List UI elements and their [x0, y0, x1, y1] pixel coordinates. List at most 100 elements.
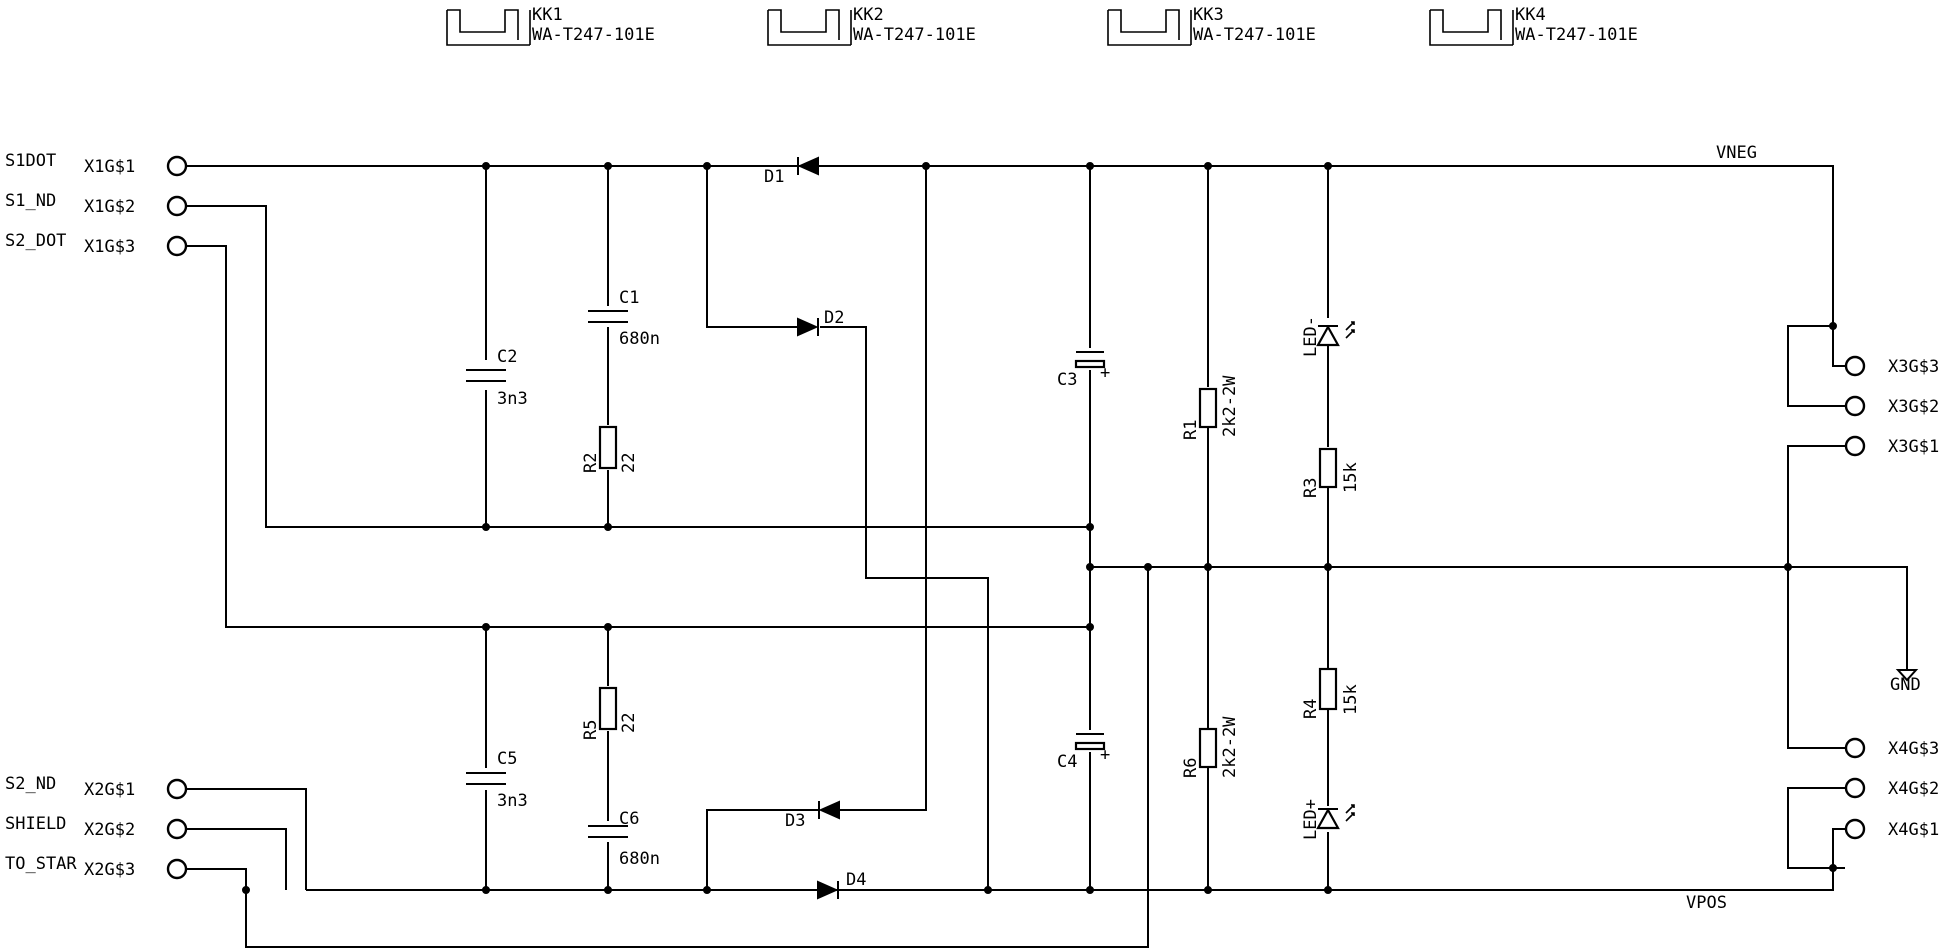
connector-pin-circle[interactable]	[1844, 737, 1866, 759]
connector-pin-circle[interactable]	[1844, 355, 1866, 377]
r6-value: 2k2-2W	[1220, 716, 1240, 778]
heatsink-kk2-value: WA-T247-101E	[853, 25, 976, 45]
c6-ref: C6	[619, 809, 639, 829]
connector-pin-circle[interactable]	[1844, 395, 1866, 417]
connector-pin-circle[interactable]	[166, 155, 188, 177]
pin-label-x4g1: X4G$1	[1888, 820, 1939, 840]
r5-ref: R5	[581, 720, 601, 740]
resistor-r2: R2 22	[581, 425, 639, 473]
resistor-r4: R4 15k	[1301, 667, 1361, 719]
led-positive: LED+	[1301, 799, 1355, 840]
connector-pin-circle[interactable]	[1844, 435, 1866, 457]
connector-x3g2[interactable]: X3G$2	[1844, 395, 1939, 417]
signal-label-s1dot: S1DOT	[5, 151, 56, 171]
pin-label-x4g2: X4G$2	[1888, 779, 1939, 799]
pin-label-x4g3: X4G$3	[1888, 739, 1939, 759]
pin-label-x3g2: X3G$2	[1888, 397, 1939, 417]
heatsink-kk1: KK1 WA-T247-101E	[446, 5, 655, 46]
c3-plus: +	[1100, 363, 1110, 383]
led-neg-ref: LED-	[1301, 316, 1321, 357]
diode-d3: D3	[785, 800, 840, 831]
resistor-r3: R3 15k	[1301, 447, 1361, 498]
ground-icon	[1895, 669, 1919, 682]
capacitor-c4: + C4	[1057, 733, 1110, 772]
pin-label-x1g2: X1G$2	[84, 197, 135, 217]
pin-label-x3g3: X3G$3	[1888, 357, 1939, 377]
c5-ref: C5	[497, 749, 517, 769]
capacitor-c6: C6 680n	[588, 809, 660, 869]
heatsink-kk4-value: WA-T247-101E	[1515, 25, 1638, 45]
r3-ref: R3	[1301, 478, 1321, 498]
net-label-gnd: GND	[1890, 675, 1921, 695]
connector-x1g3[interactable]: S2_DOT X1G$3	[5, 231, 188, 257]
connector-x2g3[interactable]: TO_STAR X2G$3	[5, 854, 188, 880]
signal-label-to-star: TO_STAR	[5, 854, 77, 874]
connector-x4g3[interactable]: X4G$3	[1844, 737, 1939, 759]
connector-pin-circle[interactable]	[166, 858, 188, 880]
r1-ref: R1	[1181, 420, 1201, 440]
connector-x3g1[interactable]: X3G$1	[1844, 435, 1939, 457]
heatsink-kk1-value: WA-T247-101E	[532, 25, 655, 45]
r6-ref: R6	[1181, 758, 1201, 778]
led-pos-ref: LED+	[1301, 799, 1321, 840]
pin-label-x3g1: X3G$1	[1888, 437, 1939, 457]
r2-value: 22	[619, 453, 639, 473]
d2-ref: D2	[824, 308, 844, 328]
connector-pin-circle[interactable]	[166, 195, 188, 217]
connector-x4g1[interactable]: X4G$1	[1844, 818, 1939, 840]
heatsink-kk4: KK4 WA-T247-101E	[1429, 5, 1638, 46]
heatsink-kk2-ref: KK2	[853, 5, 884, 25]
led-negative: LED-	[1301, 316, 1355, 357]
signal-label-s1-nd: S1_ND	[5, 191, 56, 211]
pin-label-x2g2: X2G$2	[84, 820, 135, 840]
c1-value: 680n	[619, 329, 660, 349]
light-emission-icon	[1345, 321, 1355, 339]
diode-d1: D1	[764, 156, 819, 187]
c4-plus: +	[1100, 745, 1110, 765]
connector-pin-circle[interactable]	[1844, 777, 1866, 799]
connector-x3g3[interactable]: X3G$3	[1844, 355, 1939, 377]
junctions	[242, 162, 1837, 894]
connector-x2g1[interactable]: S2_ND X2G$1	[5, 774, 188, 800]
r3-value: 15k	[1341, 462, 1361, 493]
connector-pin-circle[interactable]	[166, 818, 188, 840]
pin-label-x1g3: X1G$3	[84, 237, 135, 257]
d1-ref: D1	[764, 167, 784, 187]
c6-value: 680n	[619, 849, 660, 869]
net-label-vneg: VNEG	[1716, 143, 1757, 163]
gnd-symbol: GND	[1890, 669, 1921, 695]
connector-x2g2[interactable]: SHIELD X2G$2	[5, 814, 188, 840]
connector-x4g2[interactable]: X4G$2	[1844, 777, 1939, 799]
resistor-r6: R6 2k2-2W	[1181, 716, 1240, 778]
r1-value: 2k2-2W	[1220, 375, 1240, 437]
capacitor-c5: C5 3n3	[466, 749, 528, 811]
c3-ref: C3	[1057, 370, 1077, 390]
heatsink-kk3: KK3 WA-T247-101E	[1107, 5, 1316, 46]
heatsink-kk2: KK2 WA-T247-101E	[767, 5, 976, 46]
signal-label-s2-dot: S2_DOT	[5, 231, 66, 251]
heatsink-kk4-ref: KK4	[1515, 5, 1546, 25]
capacitor-c2: C2 3n3	[466, 347, 528, 409]
connector-pin-circle[interactable]	[166, 235, 188, 257]
r4-value: 15k	[1341, 684, 1361, 715]
signal-label-shield: SHIELD	[5, 814, 66, 834]
heatsink-kk3-value: WA-T247-101E	[1193, 25, 1316, 45]
pin-label-x1g1: X1G$1	[84, 157, 135, 177]
connector-pin-circle[interactable]	[166, 778, 188, 800]
c1-ref: C1	[619, 288, 639, 308]
connector-pin-circle[interactable]	[1844, 818, 1866, 840]
r2-ref: R2	[581, 453, 601, 473]
c2-value: 3n3	[497, 389, 528, 409]
heatsink-kk3-ref: KK3	[1193, 5, 1224, 25]
pin-label-x2g3: X2G$3	[84, 860, 135, 880]
heatsink-kk1-ref: KK1	[532, 5, 563, 25]
wires	[186, 165, 1908, 948]
r4-ref: R4	[1301, 699, 1321, 719]
d3-ref: D3	[785, 811, 805, 831]
connector-x1g1[interactable]: S1DOT X1G$1	[5, 151, 188, 177]
capacitor-c3: + C3	[1057, 351, 1110, 390]
net-label-vpos: VPOS	[1686, 893, 1727, 913]
connector-x1g2[interactable]: S1_ND X1G$2	[5, 191, 188, 217]
r5-value: 22	[619, 713, 639, 733]
